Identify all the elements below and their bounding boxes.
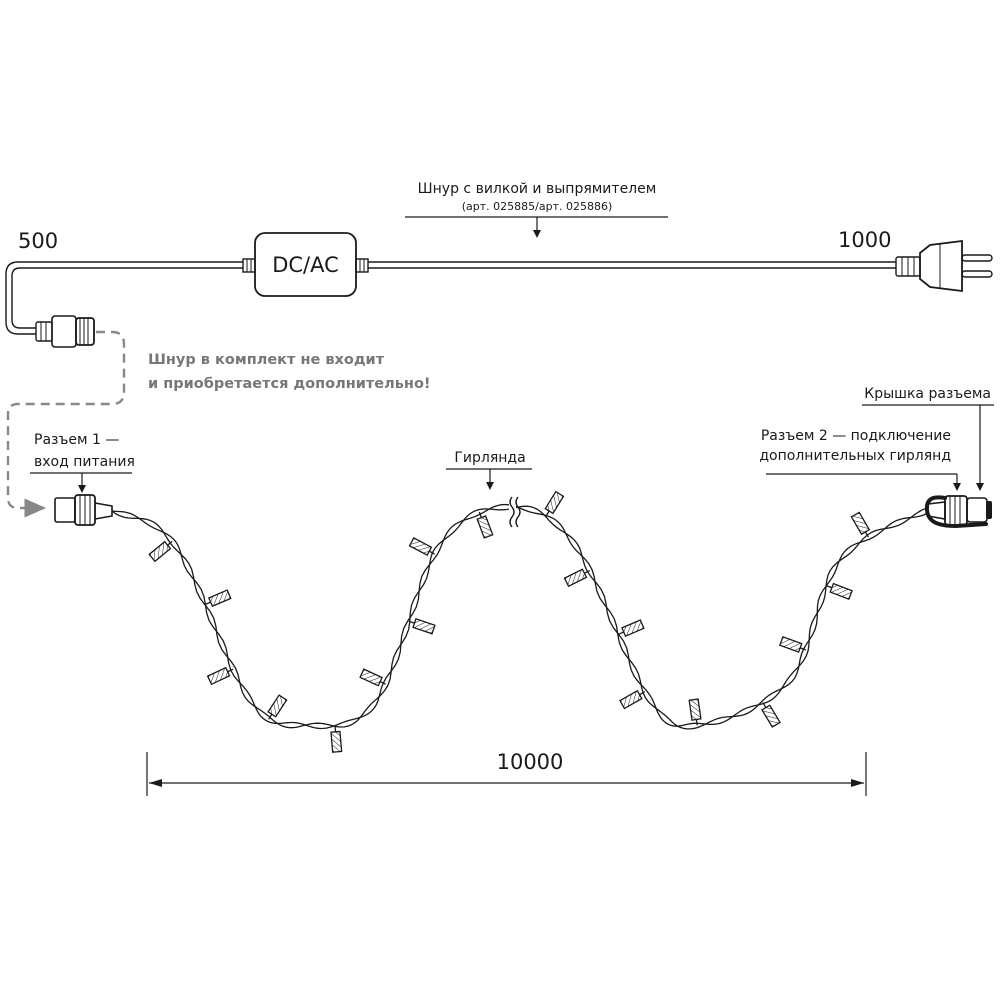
led-bulb (330, 725, 343, 753)
power-cord-title: Шнур с вилкой и выпрямителем (418, 181, 657, 197)
led-bulb (617, 619, 645, 638)
garland-wire-2 (111, 503, 930, 730)
garland-connector-2 (924, 495, 992, 529)
led-bulb (619, 689, 646, 710)
led-bulb (204, 589, 232, 608)
led-bulb (688, 698, 702, 726)
led-bulb (206, 666, 234, 686)
length-dimension: 10000 (146, 750, 867, 796)
led-bulb (761, 702, 781, 728)
connector1-label-2: вход питания (34, 454, 135, 470)
led-bulb (544, 490, 565, 517)
connector2-label-1: Разъем 2 — подключение (761, 428, 951, 444)
cord-length-right: 1000 (838, 228, 891, 252)
led-bulb (476, 511, 494, 539)
led-bulb (408, 536, 435, 557)
garland-wire-1 (111, 505, 928, 729)
led-bulb (408, 618, 436, 635)
led-bulb (148, 540, 173, 563)
rectifier-label: DC/AC (272, 253, 339, 277)
led-bulb (778, 635, 807, 653)
note-line-1: Шнур в комплект не входит (148, 352, 385, 368)
optional-connection: Шнур в комплект не входит и приобретаетс… (6, 330, 431, 518)
led-bulb (563, 568, 591, 588)
led-bulb (850, 511, 871, 538)
connector1-callout: Разъем 1 — вход питания (30, 432, 135, 493)
led-bulb (359, 668, 386, 687)
connector2-callout: Крышка разъема Разъем 2 — подключение до… (759, 386, 994, 491)
garland: Гирлянда (54, 450, 992, 753)
connector-cap (924, 495, 992, 529)
garland-label: Гирлянда (454, 450, 525, 466)
cord-length-left: 500 (18, 229, 58, 253)
connector1-label-1: Разъем 1 — (34, 432, 119, 448)
cap-label: Крышка разъема (864, 386, 991, 402)
led-bulb (825, 582, 853, 601)
power-cord-articles: (арт. 025885/арт. 025886) (462, 200, 613, 213)
power-plug (895, 239, 993, 293)
garland-connector-1 (54, 494, 113, 526)
connector2-label-2: дополнительных гирлянд (759, 448, 951, 464)
note-line-2: и приобретается дополнительно! (148, 376, 431, 392)
rectifier-box: DC/AC (242, 232, 369, 297)
garland-length: 10000 (497, 750, 564, 774)
power-cord: DC/AC 500 1000 Шнур с вилкой и в (5, 181, 993, 348)
led-bulb (267, 694, 288, 720)
cord-connector (35, 315, 95, 348)
